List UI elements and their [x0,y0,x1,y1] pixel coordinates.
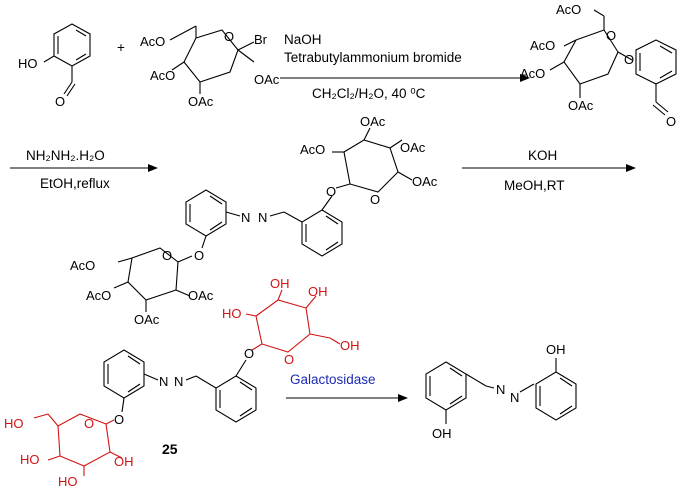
acetoxy-label: AcO [520,66,545,81]
ring-oxygen-label: O [370,192,380,207]
acetoxy-label: AcO [530,38,555,53]
acetoxy-label: OAc [360,114,386,129]
acetoxy-label: AcO [140,34,165,49]
acetoxy-label: AcO [556,2,581,17]
azine-nitrogen-label: N [258,210,267,225]
compound-number-label: 25 [162,441,178,457]
ring-oxygen-label: O [84,416,94,431]
azine-nitrogen-label: N [496,382,505,397]
bromine-label: Br [254,32,268,47]
ring-oxygen-label: O [162,248,172,263]
azine-nitrogen-label: N [241,210,250,225]
acetoxy-label: OAc [188,94,214,109]
primary-hydroxyl-label: HO [4,416,24,431]
plus-sign: + [117,40,125,55]
step2-reagent: NH₂NH₂.H₂O [26,148,105,163]
hydroxyl-label: OH [432,426,452,441]
salicylaldazine-product: OH N N OH [425,342,577,441]
hydroxyl-label: OH [546,342,566,357]
hydroxyl-label: HO [222,306,242,321]
enzyme-label: Galactosidase [290,372,376,387]
step2-arrow [10,164,158,172]
acetylated-galactoside-aldehyde: AcO AcO AcO OAc O O O [520,2,677,129]
aldehyde-oxygen-label: O [666,114,676,129]
acetoxy-label: AcO [300,142,325,157]
hydroxyl-label: OH [114,454,134,469]
acetoxy-label: AcO [150,68,175,83]
glycosidic-oxygen-label: O [624,52,634,67]
step3-arrow [462,164,636,172]
azine-nitrogen-label: N [510,390,519,405]
azine-nitrogen-label: N [174,374,183,389]
hydroxyl-label: HO [20,452,40,467]
glycosidic-oxygen-label: O [114,412,124,427]
salicylaldehyde: HO O [18,23,91,109]
step4-arrow [286,394,408,402]
hydroxyl-label: OH [270,276,290,291]
ring-oxygen-label: O [224,29,234,44]
glycosidic-oxygen-label: O [326,184,336,199]
acetoxy-label: OAc [412,174,438,189]
step3-conditions: MeOH,RT [504,178,565,193]
acetoxy-label: OAc [134,312,160,327]
ring-oxygen-label: O [606,28,616,43]
glycosidic-oxygen-label: O [194,248,204,263]
acetoxy-label: OAc [254,72,280,87]
step1-reagent: NaOH [284,32,322,47]
azine-nitrogen-label: N [159,374,168,389]
hydroxyl-label: OH [308,284,328,299]
primary-hydroxyl-label: OH [340,338,360,353]
ring-oxygen-label: O [284,352,294,367]
hydroxyl-label: HO [58,474,78,489]
acetoxy-label: OAc [568,98,594,113]
step3-reagent: KOH [528,148,557,163]
step1-reagent: Tetrabutylammonium bromide [284,50,462,65]
aldehyde-oxygen-label: O [55,94,65,109]
step2-conditions: EtOH,reflux [40,176,110,191]
acetobromo-galactose: O Br AcO AcO OAc OAc [140,25,280,109]
glycosidic-oxygen-label: O [244,346,254,361]
step1-arrow [280,74,530,82]
step1-conditions: CH₂Cl₂/H₂O, 40 ⁰C [312,86,426,101]
hydroxyl-label: HO [18,56,38,71]
bis-galactoside-azine-25: OH OH HO OH O O N N O O HO HO HO [4,276,360,489]
acetoxy-label: OAc [400,140,426,155]
acetoxy-label: AcO [70,258,95,273]
acetoxy-label: AcO [86,288,111,303]
acetylated-bis-galactoside-azine: OAc OAc OAc AcO O O N N O O AcO AcO O [70,114,438,327]
acetoxy-label: OAc [188,288,214,303]
